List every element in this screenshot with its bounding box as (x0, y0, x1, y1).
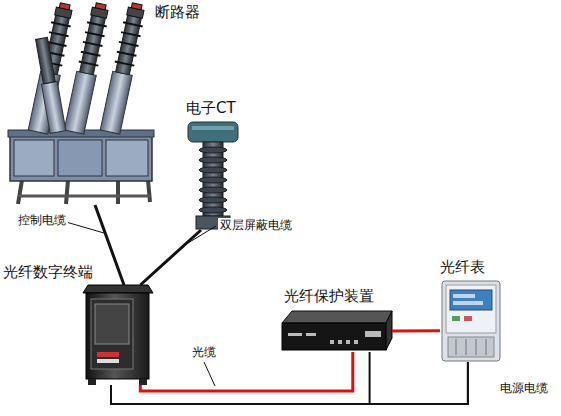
node-title: 光纤保护装置 (284, 287, 374, 305)
cable-label: 控制电缆 (16, 213, 68, 228)
cable-label: 光缆 (190, 345, 218, 360)
cable-connector (95, 205, 124, 285)
node-title: 光纤表 (440, 258, 485, 276)
ct-drawing (188, 122, 238, 229)
node-title: 电子CT (186, 99, 236, 117)
cable-label: 双层屏蔽电缆 (218, 218, 294, 233)
ct-node: 电子CT (180, 120, 250, 230)
leader-lines (66, 222, 216, 386)
node-title: 断路器 (155, 3, 200, 21)
node-title: 光纤数字终端 (3, 263, 93, 281)
protection-node: 光纤保护装置 (280, 310, 392, 352)
breaker-node: 断路器 (5, 5, 185, 205)
protection-device-drawing (282, 311, 392, 350)
meter-node: 光纤表 (440, 280, 502, 362)
terminal-cabinet-drawing (83, 285, 153, 385)
cable-connector (140, 230, 201, 285)
cable-connector (370, 352, 468, 404)
cable-label: 电源电缆 (498, 381, 550, 396)
meter-drawing (442, 281, 500, 361)
terminal-node: 光纤数字终端 (85, 285, 150, 385)
cable-connector (140, 352, 352, 391)
cable-connector (392, 329, 440, 332)
breaker-drawing (8, 2, 154, 204)
cable-connector (111, 362, 468, 404)
